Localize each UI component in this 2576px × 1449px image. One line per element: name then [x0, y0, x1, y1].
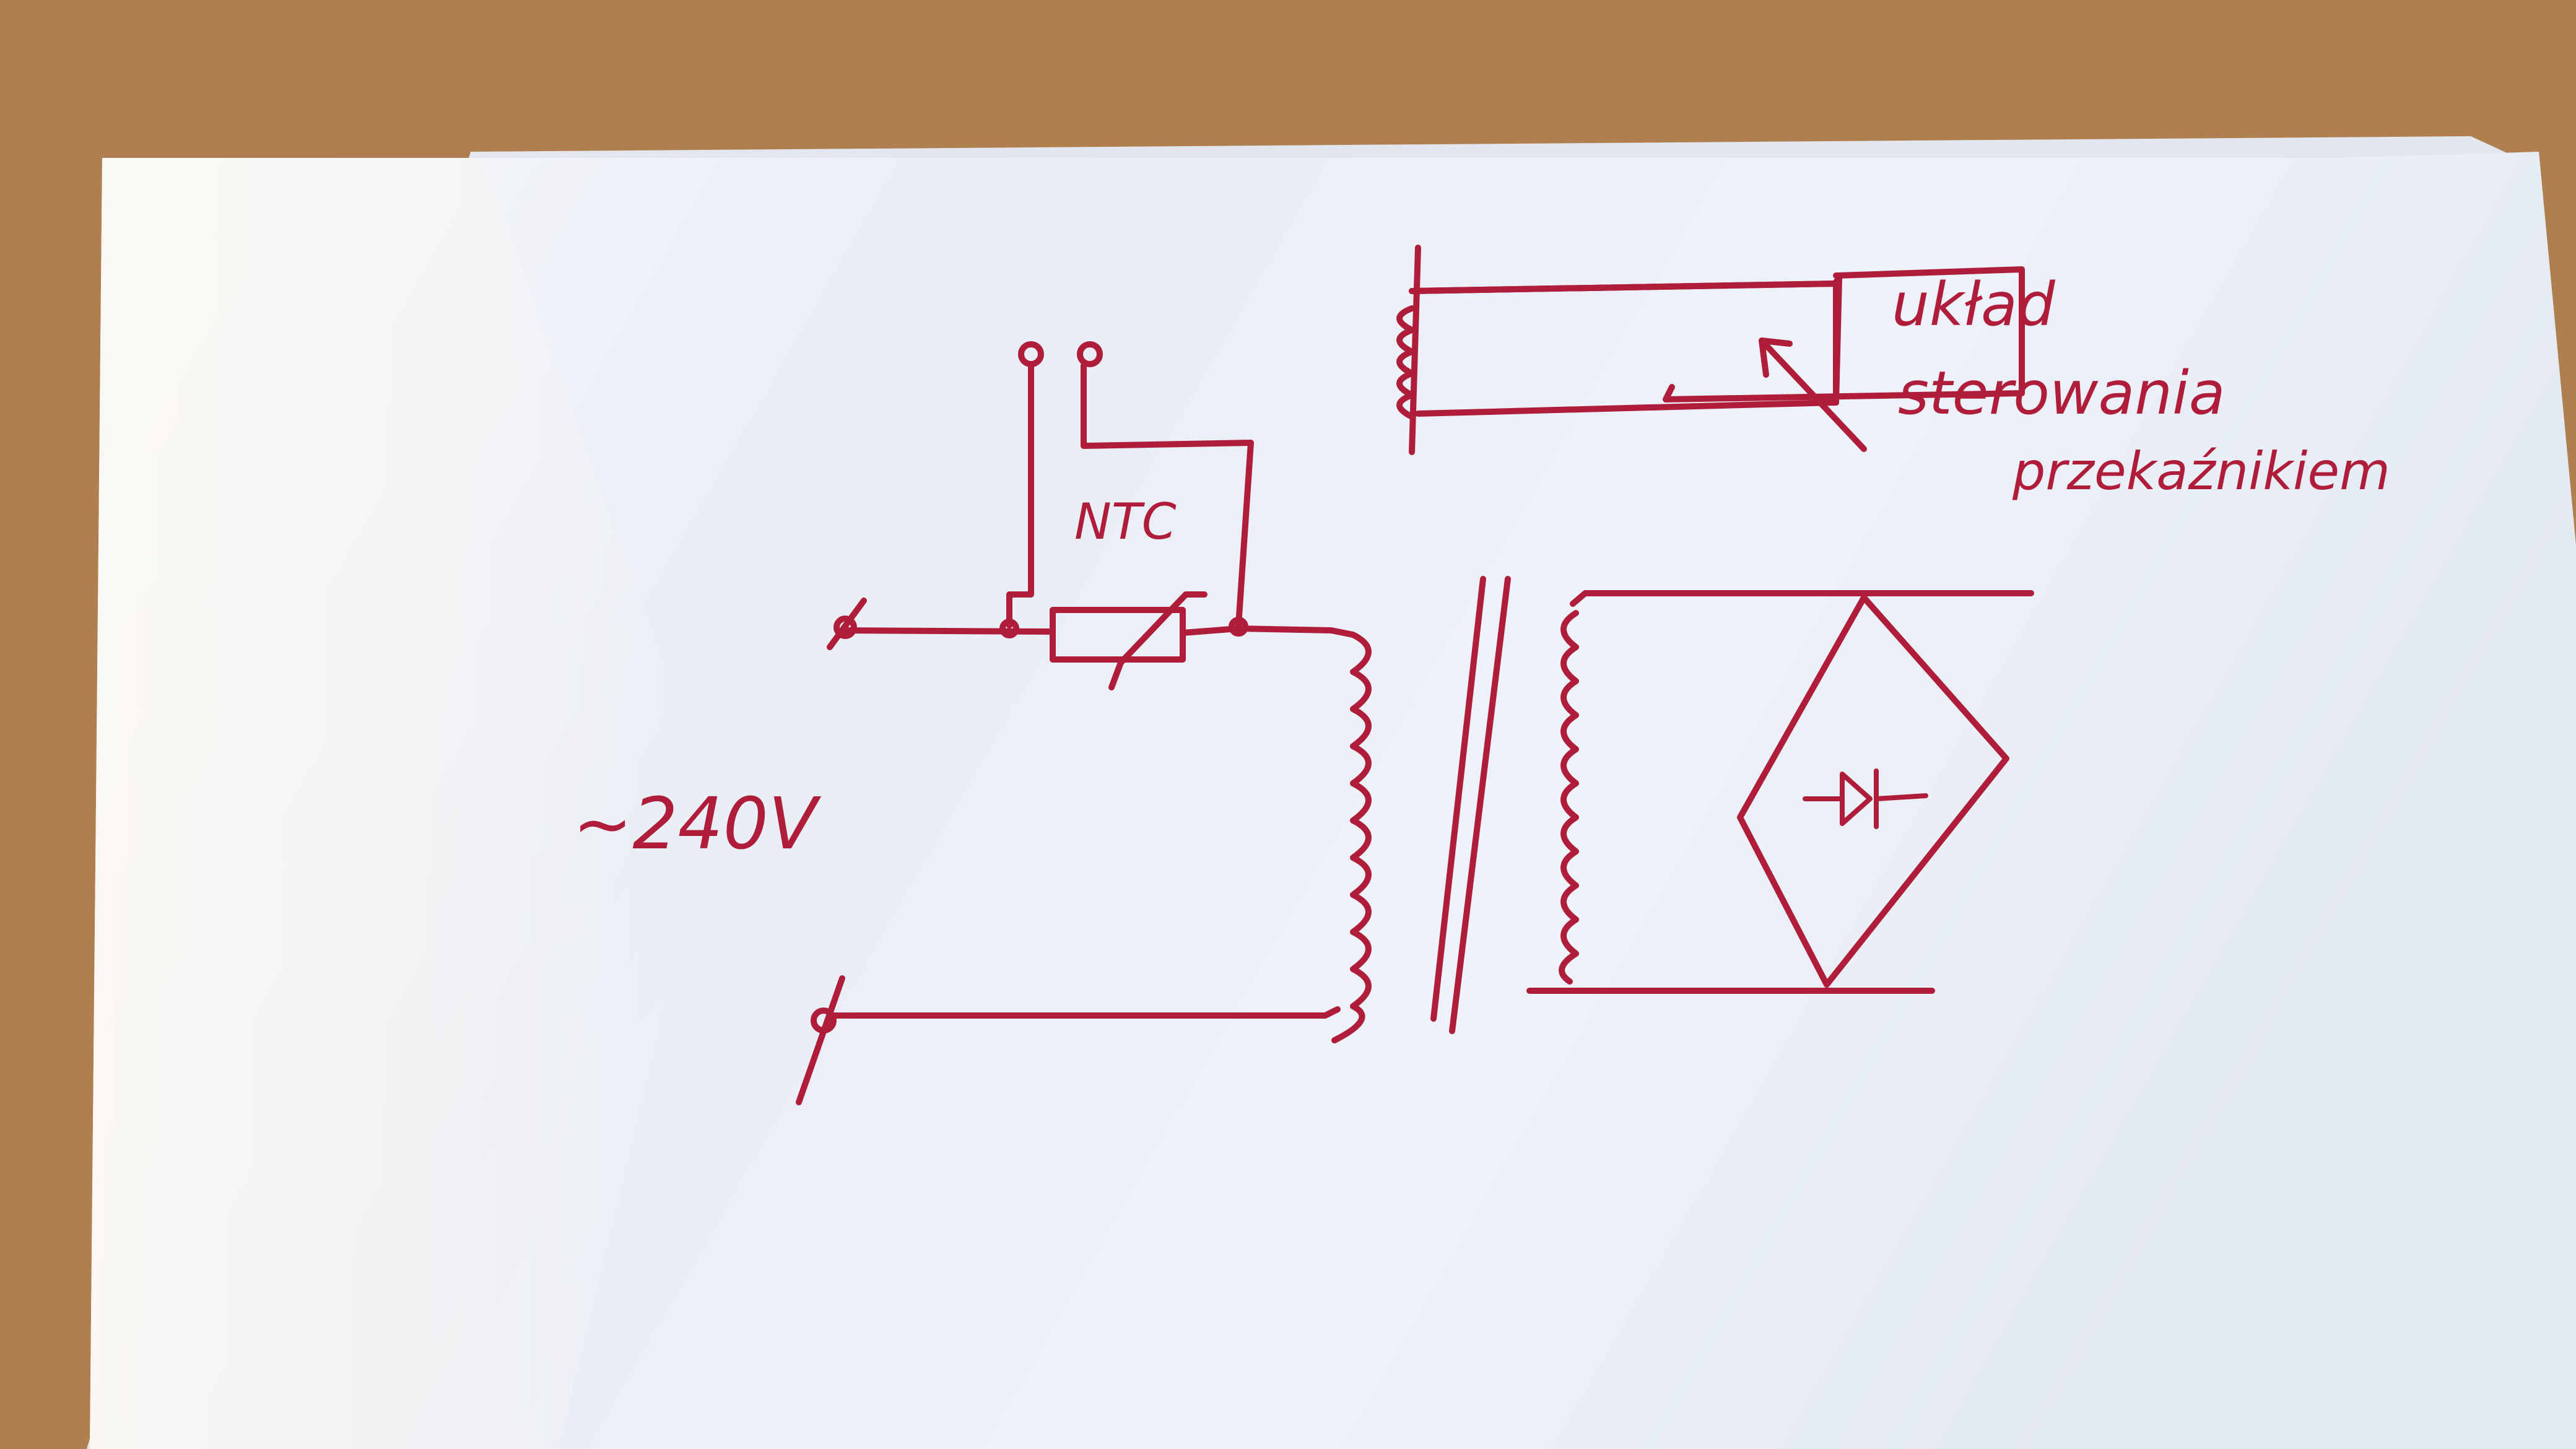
- secondary-circuit: [1526, 590, 2034, 994]
- relay-arrow: [1759, 337, 1867, 452]
- bridge-rectifier: [1737, 594, 2009, 988]
- control-label-line2: sterowania: [1898, 359, 2226, 428]
- voltage-label: ~240V: [573, 783, 822, 866]
- control-label-line1: układ: [1892, 270, 2056, 339]
- secondary-winding: [1559, 610, 1579, 985]
- relay-control-block: [1396, 245, 2025, 455]
- transformer-core: [1430, 576, 1511, 1034]
- primary-circuit: [796, 341, 1372, 1105]
- diode-symbol: [1803, 768, 1928, 829]
- paper-light-patch: [90, 158, 712, 1449]
- ntc-label: NTC: [1074, 493, 1177, 550]
- control-label-line3: przekaźnikiem: [2012, 441, 2390, 502]
- primary-winding: [1331, 632, 1372, 1043]
- relay-coil: [1396, 305, 1415, 420]
- paper-sheet: [90, 152, 2576, 1449]
